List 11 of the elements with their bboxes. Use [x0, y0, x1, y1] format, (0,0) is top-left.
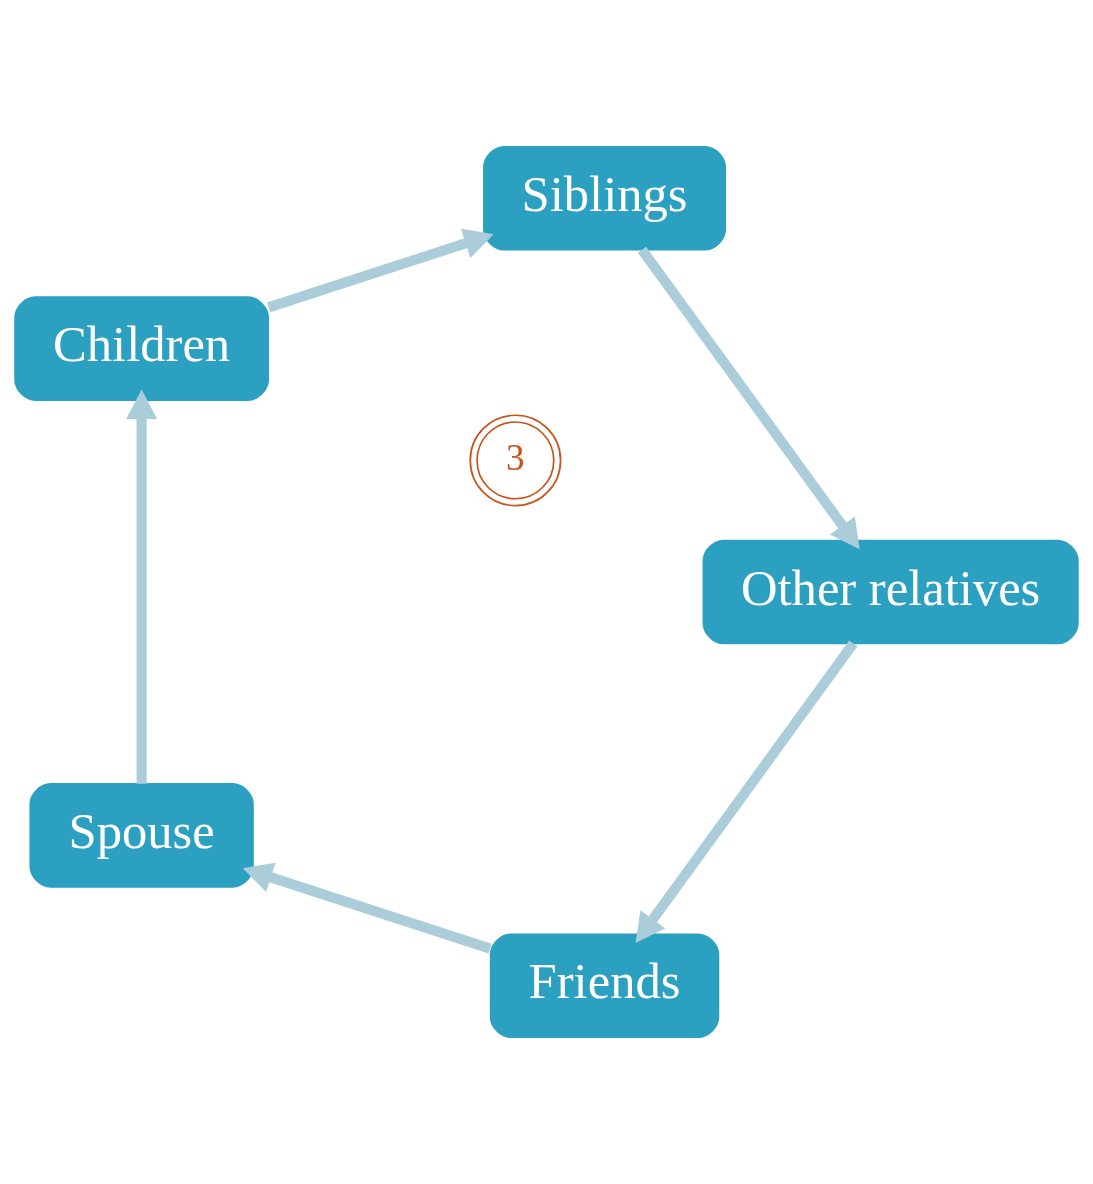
arrow — [637, 246, 860, 550]
arrow — [635, 640, 858, 944]
arrow — [267, 228, 494, 313]
arrow — [126, 389, 158, 784]
node-box: Siblings — [483, 145, 726, 251]
node-box: Friends — [489, 933, 720, 1039]
node-circle: 3 — [469, 414, 562, 507]
node-box: Other relatives — [702, 539, 1079, 645]
node-box: Spouse — [29, 783, 254, 888]
arrow — [242, 862, 492, 954]
node-box: Children — [14, 296, 269, 401]
